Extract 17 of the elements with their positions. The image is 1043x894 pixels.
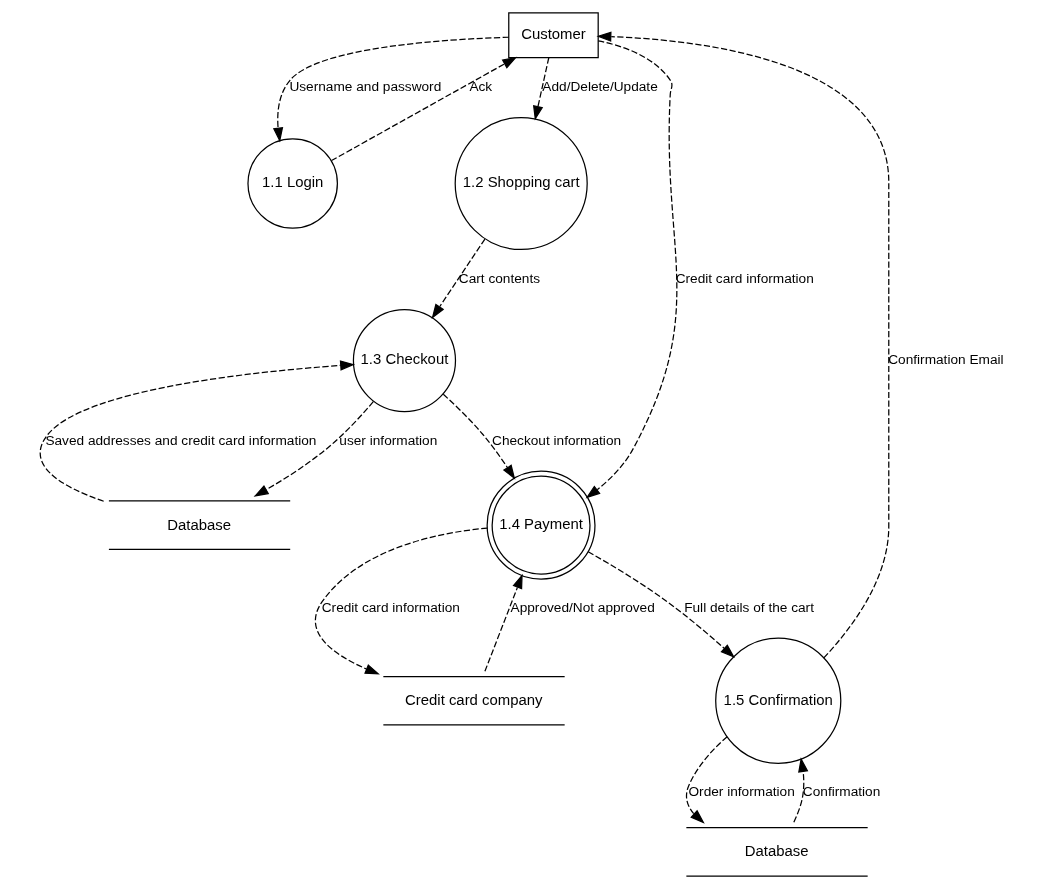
edge-label: Credit card information	[321, 600, 460, 616]
edge-label: Confirmation Email	[888, 352, 1004, 368]
node-text: Database	[744, 843, 809, 860]
edge-label: Ack	[469, 78, 493, 94]
edge-label: Credit card information	[675, 271, 814, 286]
edge-label: Cart contents	[458, 271, 541, 286]
edge-label: Saved addresses and credit card information	[45, 433, 317, 449]
edge-label: Full details of the cart	[684, 600, 814, 616]
node-text: Credit card company	[405, 692, 543, 709]
edge-label: Order information	[688, 784, 795, 800]
edge-label: Add/Delete/Update	[542, 78, 658, 94]
node-text: Database	[167, 516, 232, 533]
edge-label: user information	[339, 433, 438, 449]
edge-label: Confirmation	[802, 784, 881, 800]
edge-label: Username and password	[289, 78, 442, 94]
edge-label: Approved/Not approved	[510, 600, 655, 616]
edge-label: Checkout information	[492, 433, 622, 449]
